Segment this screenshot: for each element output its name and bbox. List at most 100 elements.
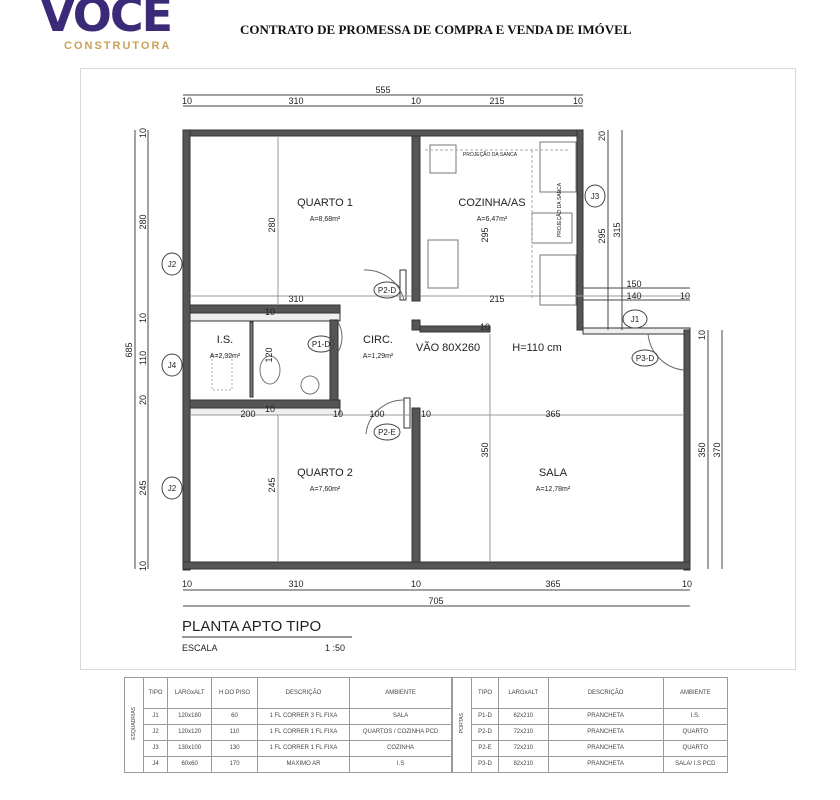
- washbasin-icon: [300, 375, 320, 395]
- label-projecao-sanca: PROJEÇÃO DA SANCA: [556, 182, 563, 237]
- table-cell: J2: [142, 724, 169, 741]
- dim-bottom: 10: [411, 579, 421, 589]
- dim-mid: 215: [489, 294, 504, 304]
- room-name-quarto2: QUARTO 2: [297, 467, 353, 479]
- stove-icon: [531, 212, 573, 244]
- tank-icon: [429, 144, 457, 174]
- table-cell: QUARTOS / COZINHA PCD: [349, 724, 452, 741]
- table-cell: 1 FL CORRER 1 FL FIXA: [256, 724, 351, 741]
- fridge-icon: [539, 254, 577, 306]
- dim-q1-height: 280: [267, 217, 277, 232]
- table-cell: 60: [211, 708, 258, 725]
- wall-top: [182, 129, 584, 137]
- dim-right: 315: [612, 222, 622, 237]
- table-cell: P1-D: [471, 708, 499, 725]
- dim-mid: 100: [369, 409, 384, 419]
- dim-is-height: 120: [264, 347, 274, 362]
- room-area-is: A=2,32m²: [210, 353, 241, 360]
- logo-wordmark: VOCE: [40, 0, 173, 42]
- table-cell: PRANCHETA: [547, 740, 664, 757]
- drawing-sheet-border: [80, 68, 796, 670]
- door-p3d-swing: [647, 333, 685, 371]
- doors-section-label: PORTAS: [458, 713, 465, 734]
- room-area-quarto2: A=7,60m²: [310, 486, 341, 493]
- document-title: CONTRATO DE PROMESSA DE COMPRA E VENDA D…: [240, 22, 632, 37]
- table-cell: 130: [211, 740, 258, 757]
- dim-top: 215: [489, 96, 504, 106]
- table-cell: 120x180: [167, 708, 213, 725]
- room-area-quarto1: A=8,68m²: [310, 216, 341, 223]
- table-cell: SALA: [349, 708, 452, 725]
- dim-mid: 200: [240, 409, 255, 419]
- table-cell: 130x100: [167, 740, 213, 757]
- table-cell: 1 FL CORRER 1 FL FIXA: [256, 740, 351, 757]
- logo-subtitle: CONSTRUTORA: [64, 40, 172, 52]
- wall-kitchen-right: [576, 129, 584, 331]
- wall-left: [182, 129, 191, 571]
- room-area-circ: A=1,29m²: [363, 353, 394, 360]
- dim-top: 10: [182, 96, 192, 106]
- table-cell: I.S: [349, 756, 452, 773]
- table-cell: QUARTO: [662, 740, 729, 757]
- wall-q1-kitchen: [411, 135, 421, 302]
- dim-left-total: 685: [124, 342, 134, 357]
- door-leaf: [399, 269, 407, 301]
- table-cell: 1 FL CORRER 3 FL FIXA: [256, 708, 351, 725]
- door-tag-p2d: P2-D: [378, 286, 396, 295]
- door-p2d-swing: [363, 269, 405, 301]
- dim-right: 370: [712, 442, 722, 457]
- col-header: TIPO: [471, 677, 499, 709]
- scale-value: 1 :50: [325, 643, 345, 653]
- room-name-quarto1: QUARTO 1: [297, 197, 353, 209]
- dim-q2-height: 245: [267, 477, 277, 492]
- wall-q2-sala: [411, 407, 421, 563]
- dim-right: 350: [697, 442, 707, 457]
- dim-top-total: 555: [375, 85, 390, 95]
- door-p1d-swing: [337, 321, 343, 353]
- table-cell: PRANCHETA: [547, 724, 664, 741]
- table-cell: 170: [211, 756, 258, 773]
- door-tag-p1d: P1-D: [312, 340, 330, 349]
- shower-icon: [211, 354, 233, 391]
- dim-bottom: 10: [682, 579, 692, 589]
- dim-sala-height: 350: [480, 442, 490, 457]
- col-header: AMBIENTE: [662, 677, 729, 709]
- dim-top: 310: [288, 96, 303, 106]
- dim-mid: 10: [333, 409, 343, 419]
- wall-segment: [189, 312, 341, 322]
- room-name-sala: SALA: [539, 467, 568, 479]
- window-tag-j2: J2: [168, 484, 177, 493]
- col-header: LARGxALT: [498, 677, 549, 709]
- dim-small: 10: [480, 322, 490, 332]
- table-cell: COZINHA: [349, 740, 452, 757]
- dim-bottom: 365: [545, 579, 560, 589]
- sink-icon: [539, 141, 577, 193]
- label-h: H=110 cm: [512, 342, 562, 354]
- dim-step: 10: [680, 291, 690, 301]
- table-cell: 82x210: [498, 756, 549, 773]
- dim-mid: 365: [545, 409, 560, 419]
- washer-icon: [427, 239, 459, 289]
- table-cell: J4: [142, 756, 169, 773]
- floor-plan: 555 10 310 10 215 10 10 310 10 365 10 70…: [124, 85, 723, 653]
- company-logo: VOCE CONSTRUTORA: [40, 0, 190, 58]
- table-cell: P2-D: [471, 724, 499, 741]
- dim-small: 10: [265, 404, 275, 414]
- col-header: H DO PISO: [211, 677, 258, 709]
- wall-is-circ: [329, 319, 339, 401]
- table-cell: P2-E: [471, 740, 499, 757]
- window-tag-j4: J4: [168, 361, 177, 370]
- room-name-circ: CIRC.: [363, 334, 393, 346]
- door-leaf: [403, 397, 411, 429]
- label-projecao-sanca: PROJEÇÃO DA SANCA: [463, 151, 518, 158]
- table-cell: J1: [142, 708, 169, 725]
- table-cell: PRANCHETA: [547, 756, 664, 773]
- wall-sala-right: [683, 329, 691, 571]
